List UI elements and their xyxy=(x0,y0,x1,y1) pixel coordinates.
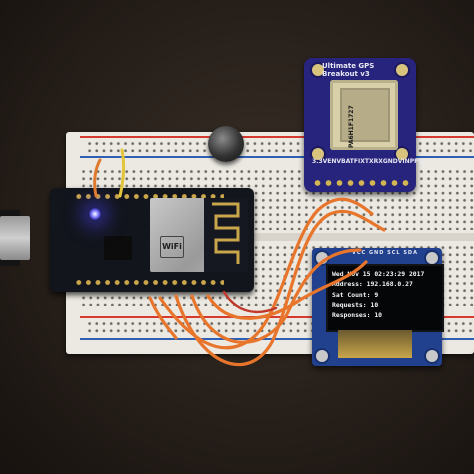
gps-pin-label: GND xyxy=(382,158,398,165)
gps-pin-label: 3.3V xyxy=(312,158,328,165)
gps-pin-label: VIN xyxy=(397,158,410,165)
oled-line-responses: Responses: 10 xyxy=(332,311,383,320)
usb-serial-chip xyxy=(104,236,132,260)
gps-board-title: Ultimate GPS Breakout v3 xyxy=(322,62,402,78)
gps-pin-label: VBAT xyxy=(336,158,354,165)
gps-pin-header xyxy=(312,178,412,188)
oled-ribbon-cable xyxy=(338,330,412,358)
gps-pin-label: TX xyxy=(364,158,374,165)
antenna-trace-icon xyxy=(212,202,240,264)
gps-pin-label: PPS xyxy=(409,158,423,165)
oled-line-sat-count: Sat Count: 9 xyxy=(332,290,379,299)
oled-line-address: Address: 192.168.0.27 xyxy=(332,280,413,289)
wifi-logo: WiFi xyxy=(160,236,184,258)
gps-title-line1: Ultimate GPS xyxy=(322,62,375,70)
blue-status-led xyxy=(88,207,102,221)
oled-readout: Wed Nov 15 02:23:29 2017 Address: 192.16… xyxy=(332,269,438,320)
gps-title-line2: Breakout v3 xyxy=(322,70,370,78)
gps-pin-label: RX xyxy=(373,158,383,165)
pcb-antenna xyxy=(204,198,248,272)
center-trench xyxy=(66,233,474,241)
orange-jumper-wire-1 xyxy=(158,197,374,350)
pin-header-bottom xyxy=(74,278,224,287)
gps-pin-label: EN xyxy=(327,158,337,165)
red-jumper-wire xyxy=(222,290,278,314)
gps-pin-label: FIX xyxy=(353,158,365,165)
orange-jumper-wire-short xyxy=(93,158,102,198)
micro-usb-connector xyxy=(0,216,30,260)
ceramic-patch-antenna xyxy=(340,88,390,142)
orange-jumper-wire-4 xyxy=(206,260,368,320)
yellow-jumper-wire xyxy=(118,148,126,198)
oled-pin-labels: VCC GND SCL SDA xyxy=(352,250,418,256)
oled-line-datetime: Wed Nov 15 02:23:29 2017 xyxy=(332,270,425,278)
orange-jumper-wire-3 xyxy=(190,248,362,344)
oled-line-requests: Requests: 10 xyxy=(332,300,379,309)
electrolytic-capacitor xyxy=(208,126,244,162)
orange-jumper-wire-5 xyxy=(148,296,178,340)
gps-pin-labels: 3.3V EN VBAT FIX TX RX GND VIN PPS xyxy=(312,158,423,165)
pin-header-top xyxy=(74,192,224,201)
orange-jumper-wire-2 xyxy=(174,209,386,367)
